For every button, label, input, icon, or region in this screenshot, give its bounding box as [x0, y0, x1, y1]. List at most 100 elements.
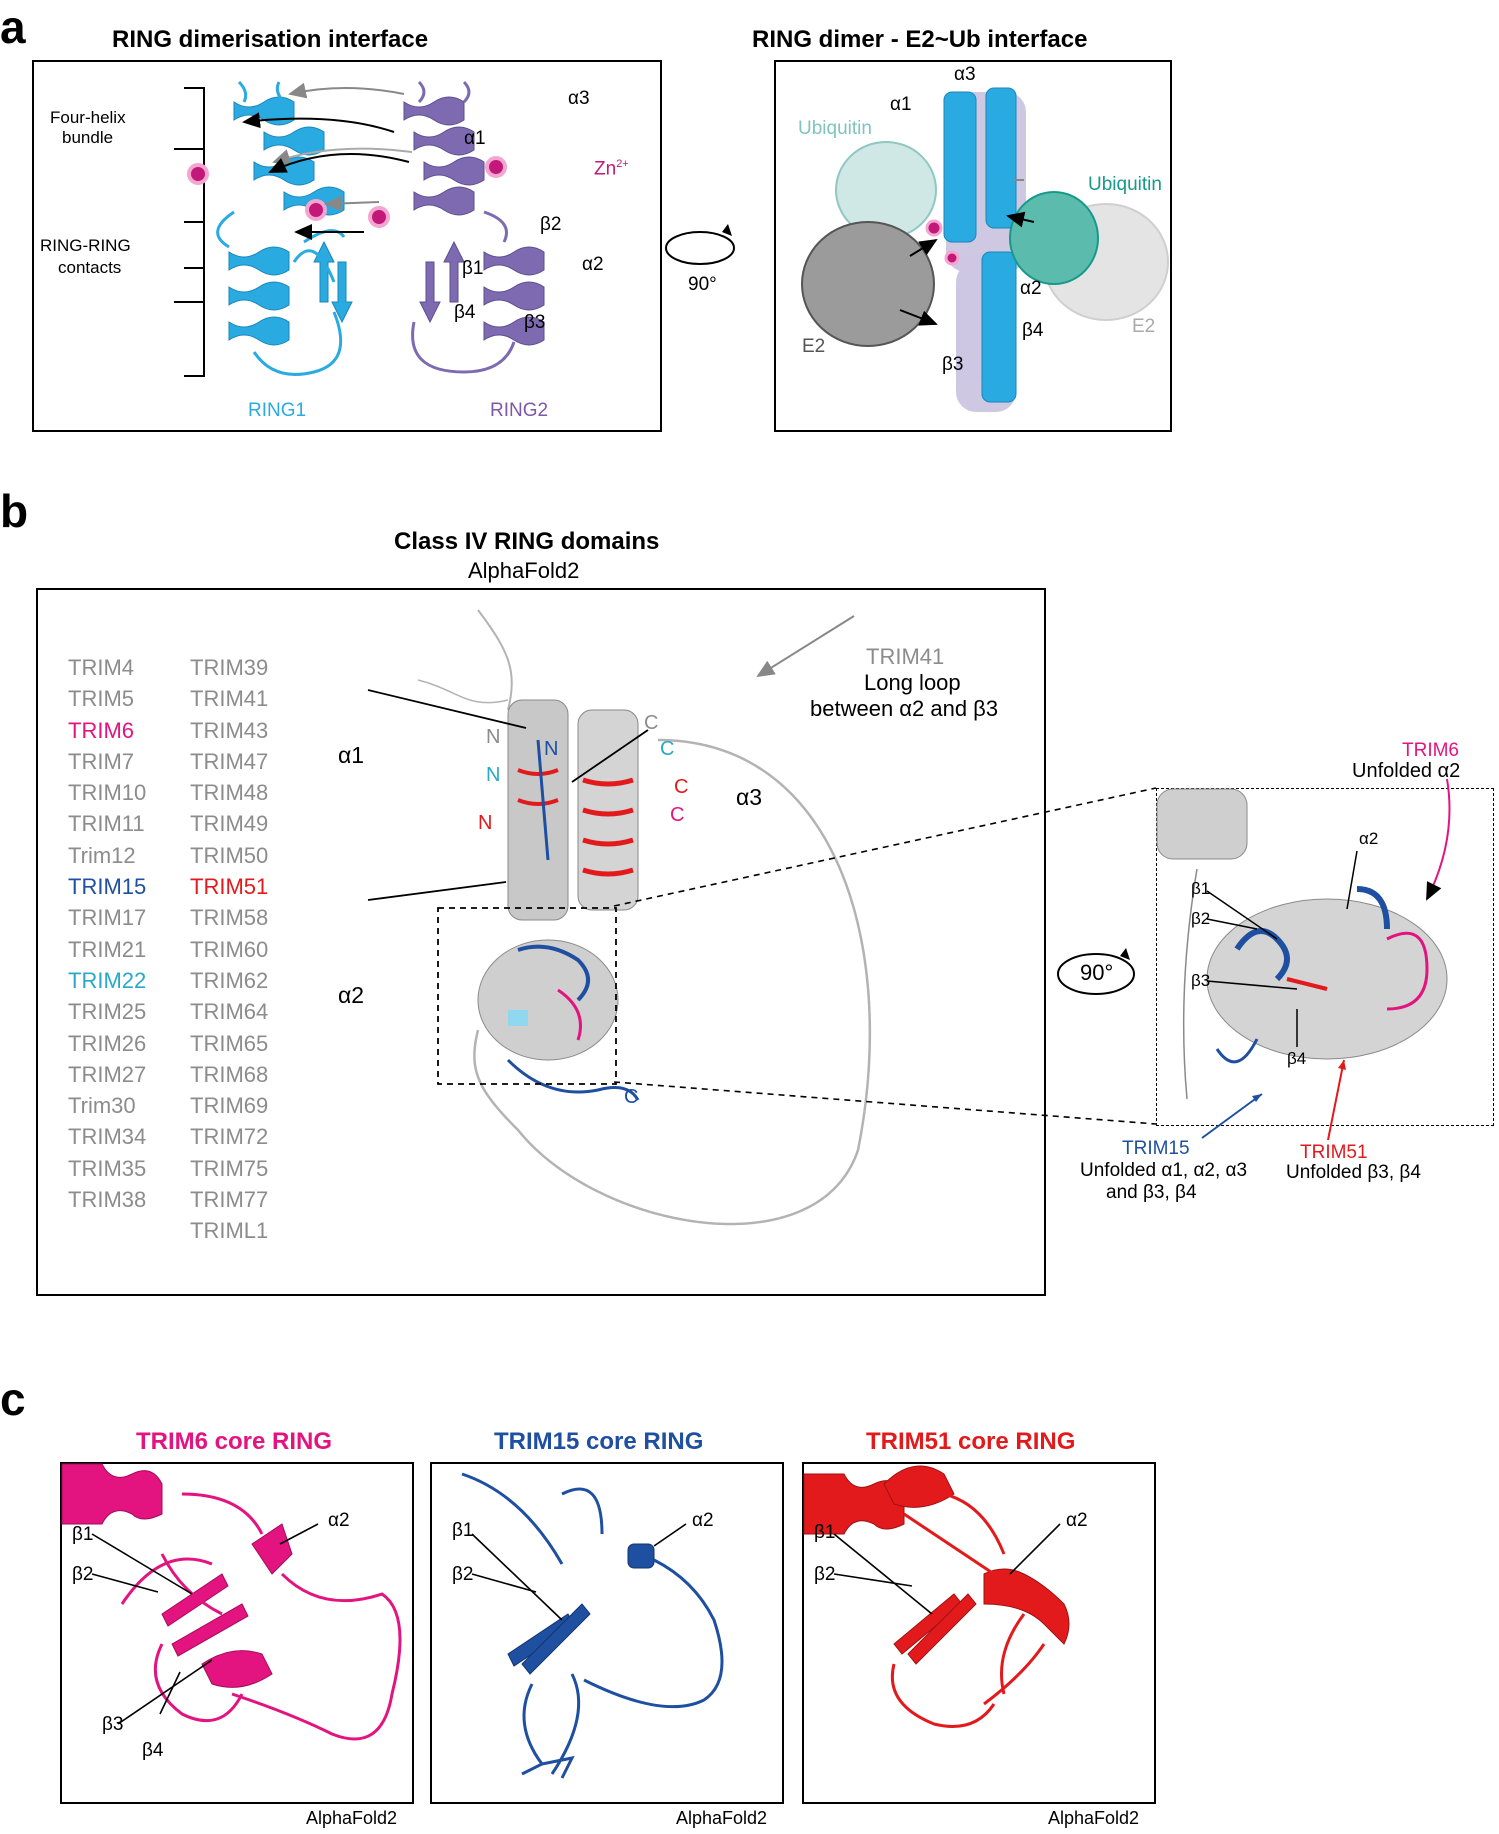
trim6-beta1-label: β1: [72, 1524, 94, 1545]
overlay-alpha2-label: α2: [338, 982, 365, 1008]
bracket-four-helix-label-2: bundle: [62, 128, 114, 147]
trim51-core-title: TRIM51 core RING: [866, 1428, 1076, 1455]
trim-list-item: TRIM25: [68, 999, 147, 1025]
overlay-alpha1-label: α1: [338, 742, 365, 768]
trim-list-item: TRIM72: [190, 1124, 269, 1150]
trim-list-item: TRIM60: [190, 936, 269, 962]
trim6-beta3-label: β3: [102, 1714, 124, 1735]
trim-list-item: TRIM26: [68, 1030, 147, 1056]
trim51-core-structure: [803, 1465, 1070, 1728]
trim-list-item: Trim12: [68, 842, 136, 868]
overlay-alpha3-label: α3: [736, 784, 763, 810]
trim-list-item: TRIM48: [190, 780, 269, 806]
trim15-annotation: TRIM15: [1122, 1138, 1190, 1159]
trim-list-item: TRIM69: [190, 1093, 269, 1119]
trim-list-item: TRIM35: [68, 1155, 147, 1181]
trim-list-item: TRIM22: [68, 967, 147, 993]
trim51-alpha2-label: α2: [1066, 1510, 1088, 1531]
trim-list-item: TRIM77: [190, 1187, 269, 1213]
trim-list-item: TRIM62: [190, 967, 269, 993]
n-terminus-red: N: [478, 812, 493, 834]
trim15-annotation-desc-2: and β3, β4: [1106, 1182, 1197, 1203]
trim15-alpha2-label: α2: [692, 1510, 714, 1531]
panel-a-right-title: RING dimer - E2~Ub interface: [752, 26, 1088, 53]
e2-left-label: E2: [802, 336, 826, 357]
trim-list-item: TRIM47: [190, 748, 269, 774]
c-terminus-red-1: C: [674, 776, 689, 798]
trim-list-item: TRIM50: [190, 842, 269, 868]
ring-dimerisation-box: Four-helix bundle RING-RING contacts α3 …: [32, 60, 662, 432]
panel-b-letter: b: [0, 485, 29, 537]
trim6-source-label: AlphaFold2: [306, 1808, 398, 1828]
rotation-90-label-a: 90°: [688, 274, 717, 295]
trim15-core-structure: [461, 1472, 724, 1779]
c-terminus-grey: C: [644, 712, 659, 734]
ring2-label: RING2: [490, 400, 549, 421]
trim-list-item: Trim30: [68, 1093, 136, 1119]
panel-a-left-title: RING dimerisation interface: [112, 26, 429, 53]
ubiquitin-left-label: Ubiquitin: [798, 118, 872, 139]
beta4-label: β4: [454, 302, 476, 323]
e2-ub-interface-box: α3 α1 Ubiquitin Ubiquitin α2 β4 β3 E2 E2: [774, 60, 1172, 432]
trim6-core-box: β1 β2 β3 β4 α2: [60, 1462, 414, 1804]
bracket-ring-ring-label-2: contacts: [58, 258, 122, 277]
trim15-beta1-label: β1: [452, 1520, 474, 1541]
zoom-alpha2-label: α2: [1359, 829, 1379, 848]
right-beta3-label: β3: [942, 354, 964, 375]
ring-dimer-illustration: [174, 80, 545, 377]
zoom-inset-box: α2 β1 β2 β3 β4: [1156, 778, 1494, 1126]
n-terminus-cyan: N: [486, 764, 501, 786]
trim6-beta2-label: β2: [72, 1564, 94, 1585]
trim-list-item: TRIM58: [190, 905, 269, 931]
panel-b-title: Class IV RING domains: [394, 528, 660, 555]
trim51-annotation-desc: Unfolded β3, β4: [1286, 1162, 1421, 1183]
right-alpha1-label: α1: [890, 94, 912, 115]
trim51-annotation: TRIM51: [1300, 1142, 1368, 1163]
trim-list-item: TRIM10: [68, 780, 147, 806]
bracket-four-helix-label-1: Four-helix: [50, 108, 126, 127]
trim41-annotation: TRIM41: [866, 644, 945, 669]
zoom-beta1-label: β1: [1191, 879, 1211, 898]
rotation-90-label-b: 90°: [1080, 960, 1114, 985]
trim15-core-box: β1 β2 α2: [430, 1462, 784, 1804]
c-terminus-blue: C: [624, 1086, 639, 1108]
trim6-annotation-desc: Unfolded α2: [1352, 760, 1461, 782]
right-alpha2-label: α2: [1020, 278, 1042, 299]
trim-list-item: TRIM39: [190, 655, 269, 680]
trim51-core-box: β1 β2 α2: [802, 1462, 1156, 1804]
trim-list-item: TRIM21: [68, 936, 147, 962]
trim-list-item: TRIM6: [68, 717, 134, 743]
right-alpha3-label: α3: [954, 64, 976, 85]
panel-a-letter: a: [0, 1, 26, 53]
trim-list-item: TRIM11: [68, 811, 145, 837]
trim6-core-title: TRIM6 core RING: [136, 1428, 333, 1455]
e2-ub-illustration: [801, 87, 1169, 412]
zoom-inset-structure: [1156, 778, 1451, 1100]
ring1-label: RING1: [248, 400, 307, 421]
trim15-core-title: TRIM15 core RING: [494, 1428, 704, 1455]
long-loop-annotation-2: between α2 and β3: [810, 696, 999, 721]
trim-list-item: TRIM5: [68, 686, 134, 712]
trim51-source-label: AlphaFold2: [1048, 1808, 1140, 1828]
trim51-beta1-label: β1: [814, 1522, 836, 1543]
alpha1-label: α1: [464, 128, 486, 149]
trim6-annotation: TRIM6: [1402, 740, 1459, 761]
n-terminus-blue: N: [544, 738, 559, 760]
panel-b-subtitle: AlphaFold2: [468, 558, 580, 583]
alphafold-overlay-structure: [367, 609, 872, 1226]
trim-list-item: TRIM43: [190, 717, 269, 743]
c-terminus-magenta: C: [670, 804, 685, 826]
trim-list-item: TRIM27: [68, 1061, 147, 1087]
beta2-label: β2: [540, 214, 562, 235]
bracket-ring-ring-label-1: RING-RING: [40, 236, 131, 255]
right-beta4-label: β4: [1022, 320, 1044, 341]
beta1-label: β1: [462, 258, 484, 279]
trim15-source-label: AlphaFold2: [676, 1808, 768, 1828]
trim-list-item: TRIM64: [190, 999, 269, 1025]
